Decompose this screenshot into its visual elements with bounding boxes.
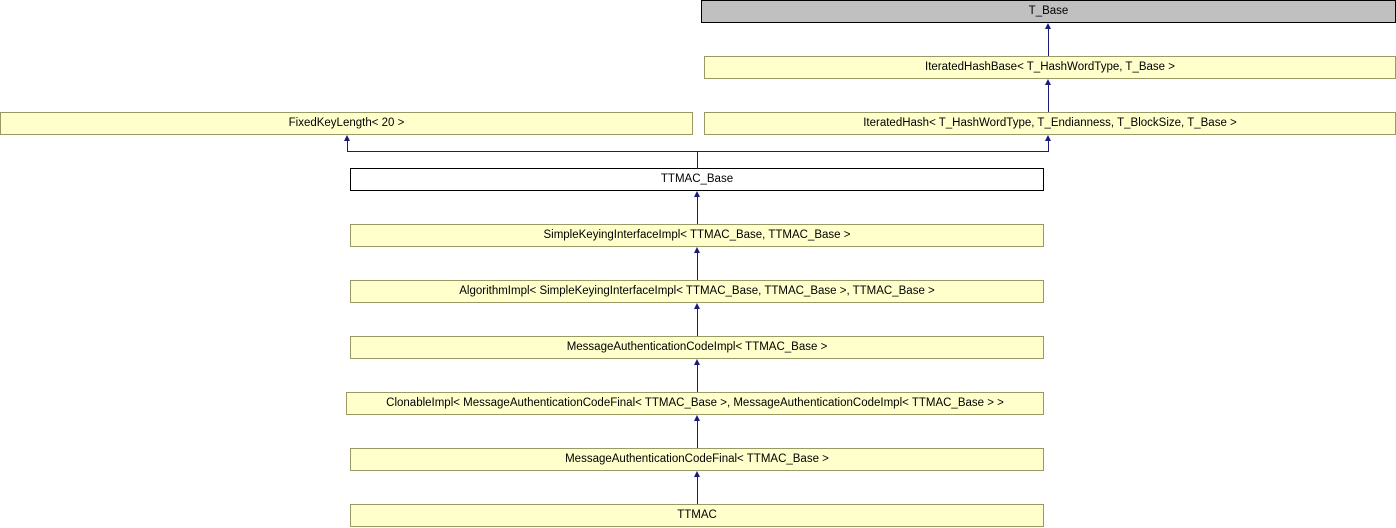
class-node-message-authentication-code-impl[interactable]: MessageAuthenticationCodeImpl< TTMAC_Bas… [350,336,1044,359]
arrowhead-clonable-impl-to-message-authentication-code-impl [693,359,700,365]
class-node-algorithm-impl[interactable]: AlgorithmImpl< SimpleKeyingInterfaceImpl… [350,280,1044,303]
edge-ttmac-base-to-fixed-key-length [347,141,348,152]
arrowhead-iterated-hash-base-to-t-base [1044,23,1051,29]
edge-iterated-hash-to-iterated-hash-base [1048,85,1049,112]
class-node-fixed-key-length[interactable]: FixedKeyLength< 20 > [0,112,693,135]
class-node-iterated-hash[interactable]: IteratedHash< T_HashWordType, T_Endianne… [704,112,1396,135]
arrowhead-message-authentication-code-impl-to-algorithm-impl [693,303,700,309]
arrowhead-iterated-hash-to-iterated-hash-base [1044,79,1051,85]
edge-bus-ttmac-base-parents [347,151,1049,152]
arrowhead-ttmac-base-to-iterated-hash [1044,135,1051,141]
edge-ttmac-to-message-authentication-code-final [697,477,698,504]
arrowhead-simple-keying-interface-impl-to-ttmac-base [693,191,700,197]
arrowhead-ttmac-base-to-fixed-key-length [343,135,350,141]
edge-drop-ttmac-base [697,151,698,169]
class-node-ttmac[interactable]: TTMAC [350,504,1044,527]
class-node-message-authentication-code-final[interactable]: MessageAuthenticationCodeFinal< TTMAC_Ba… [350,448,1044,471]
class-node-clonable-impl[interactable]: ClonableImpl< MessageAuthenticationCodeF… [346,392,1044,415]
edge-clonable-impl-to-message-authentication-code-impl [697,365,698,392]
edge-algorithm-impl-to-simple-keying-interface-impl [697,253,698,280]
class-node-iterated-hash-base[interactable]: IteratedHashBase< T_HashWordType, T_Base… [704,56,1396,79]
edge-simple-keying-interface-impl-to-ttmac-base [697,197,698,224]
arrowhead-ttmac-to-message-authentication-code-final [693,471,700,477]
edge-ttmac-base-to-iterated-hash [1048,141,1049,152]
edge-message-authentication-code-impl-to-algorithm-impl [697,309,698,336]
class-node-simple-keying-interface-impl[interactable]: SimpleKeyingInterfaceImpl< TTMAC_Base, T… [350,224,1044,247]
arrowhead-algorithm-impl-to-simple-keying-interface-impl [693,247,700,253]
class-node-t-base[interactable]: T_Base [701,0,1396,23]
class-node-ttmac-base[interactable]: TTMAC_Base [350,168,1044,191]
edge-message-authentication-code-final-to-clonable-impl [697,421,698,448]
arrowhead-message-authentication-code-final-to-clonable-impl [693,415,700,421]
edge-iterated-hash-base-to-t-base [1048,29,1049,56]
